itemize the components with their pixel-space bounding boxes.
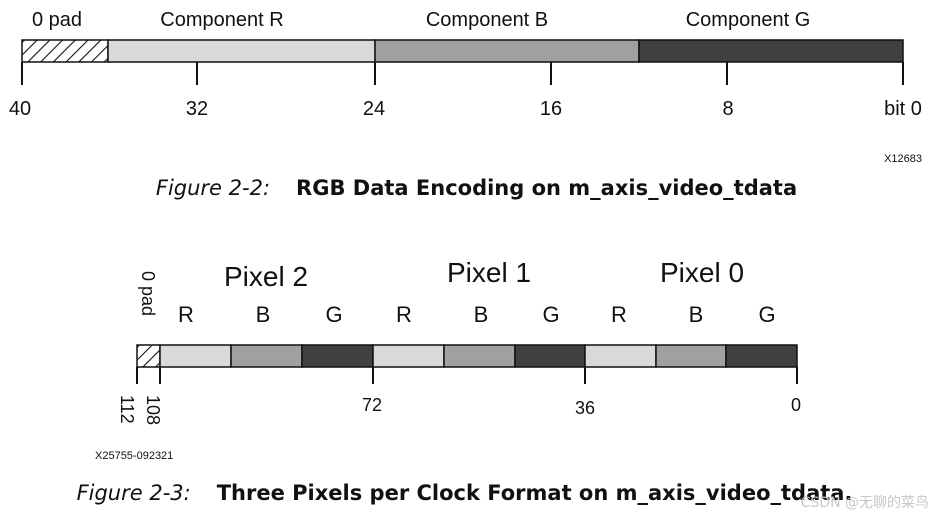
tick-label: 24 [363,98,385,120]
tick-label: 16 [540,98,562,120]
pad-label: 0 pad [32,9,82,31]
component-b-segment [374,39,640,63]
tick-label: 36 [575,398,595,418]
tick-label: 8 [722,98,733,120]
caption-title: Three Pixels per Clock Format on m_axis_… [216,481,853,505]
pixel-0-r-segment [584,344,657,368]
pixel-1-g-segment [514,344,586,368]
tick-label: 72 [362,395,382,415]
caption-number: Figure 2-2: [155,176,271,200]
figure-code: X12683 [884,153,922,165]
tick-label: 32 [186,98,208,120]
pixel-2-g-segment [301,344,374,368]
bit-layout-diagram: 0 pad Component R Component B Component … [9,9,922,462]
figure-2-3-caption: Figure 2-3: Three Pixels per Clock Format… [0,481,933,505]
watermark: CSDN @无聊的菜鸟 [800,495,929,511]
pixel-0-b-segment [655,344,727,368]
pixel-0-g-segment [725,344,798,368]
component-label: R [396,302,412,327]
pixel-2-b-segment [230,344,303,368]
tick-label: 108 [143,395,163,425]
caption-title: RGB Data Encoding on m_axis_video_tdata [296,176,798,200]
pixel-0-label: Pixel 0 [660,257,744,288]
pixel-2-r-segment [159,344,232,368]
tick-label: bit 0 [884,98,922,120]
component-label: B [689,302,704,327]
pixel-1-b-segment [443,344,516,368]
component-label: G [758,302,775,327]
pixel-2-label: Pixel 2 [224,261,308,292]
component-g-label: Component G [686,9,811,31]
pad-segment [136,344,161,368]
pad-segment [21,39,109,63]
component-r-label: Component R [160,9,283,31]
pixel-1-label: Pixel 1 [447,257,531,288]
component-label: B [474,302,489,327]
pixel-1-r-segment [372,344,445,368]
tick-label: 40 [9,98,31,120]
component-label: G [325,302,342,327]
component-g-segment [638,39,904,63]
figure-2-2-caption: Figure 2-2: RGB Data Encoding on m_axis_v… [8,176,937,200]
caption-number: Figure 2-3: [76,481,191,505]
component-b-label: Component B [426,9,548,31]
tick-label: 112 [117,395,137,424]
tick-label: 0 [791,395,801,415]
pad-label-vertical: 0 pad [138,271,158,316]
component-label: R [178,302,194,327]
component-label: B [256,302,271,327]
figure-code: X25755-092321 [95,450,173,462]
component-label: R [611,302,627,327]
figure-2-3: 0 pad Pixel 2 Pixel 1 Pixel 0 R B G R B … [95,257,801,462]
component-label: G [542,302,559,327]
figure-2-2: 0 pad Component R Component B Component … [9,9,922,165]
component-r-segment [107,39,376,63]
